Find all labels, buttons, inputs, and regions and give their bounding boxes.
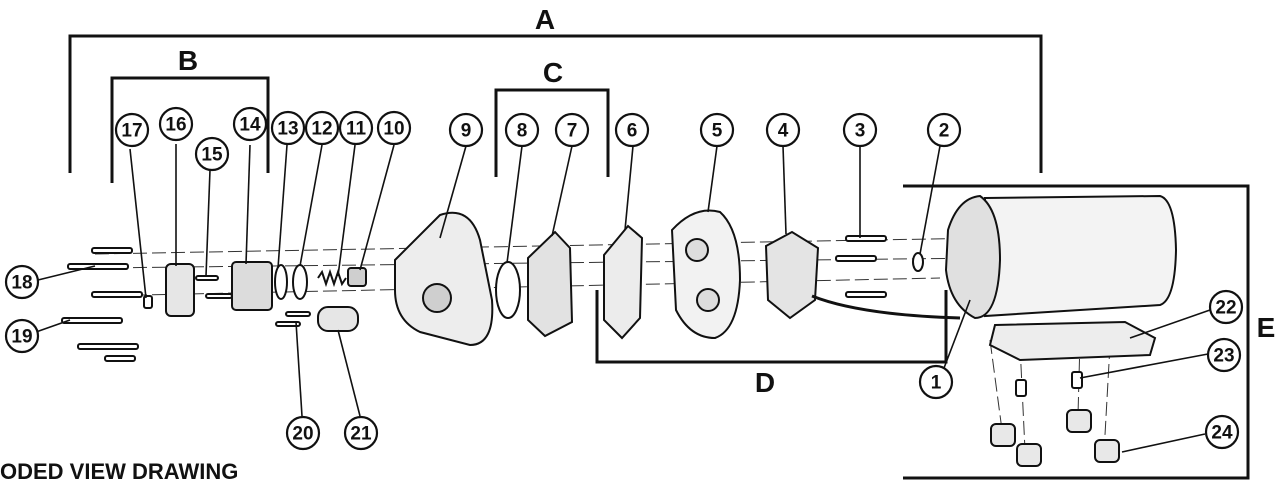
group-label-a: A (535, 4, 555, 35)
part-5-housing (670, 209, 742, 340)
bracket-b (110, 76, 270, 183)
part-24-feet (990, 409, 1120, 467)
part-2-clip (912, 252, 924, 272)
group-label-b: B (178, 45, 198, 76)
part-6-plate (603, 224, 644, 340)
part-11-spring (317, 268, 347, 288)
part-17-pin (143, 295, 153, 309)
callout-17: 17 (121, 121, 142, 142)
callout-19: 19 (11, 327, 32, 348)
callout-11: 11 (346, 119, 367, 140)
callout-23: 23 (1213, 346, 1234, 367)
part-12-ring (292, 264, 308, 300)
callout-5: 5 (712, 121, 723, 142)
group-label-d: D (755, 367, 775, 398)
callout-numbers: 17 16 15 14 13 12 11 10 9 8 7 6 5 4 3 2 … (11, 115, 1236, 445)
part-9-pump-head (394, 211, 494, 347)
pump-parts (61, 194, 1178, 467)
part-13-ring (274, 264, 288, 300)
callout-15: 15 (201, 145, 223, 166)
callout-4: 4 (778, 121, 789, 142)
part-16-cap (165, 263, 195, 317)
callout-10: 10 (383, 119, 404, 140)
callout-24: 24 (1211, 423, 1233, 444)
bracket-c (494, 88, 610, 177)
part-1-motor (944, 194, 1178, 320)
callout-12: 12 (311, 119, 332, 140)
group-labels: A B C D E (178, 4, 1275, 398)
callout-14: 14 (239, 115, 261, 136)
bracket-d (595, 290, 948, 364)
part-15-screw (195, 275, 219, 281)
callout-13: 13 (277, 119, 298, 140)
group-label-c: C (543, 57, 563, 88)
callout-18: 18 (11, 273, 32, 294)
part-20-screw (285, 311, 311, 317)
part-23-bolt (1015, 379, 1027, 397)
callout-1: 1 (931, 373, 942, 394)
part-10-valve (347, 267, 367, 287)
callout-21: 21 (350, 424, 372, 445)
callout-20: 20 (292, 424, 313, 445)
callout-7: 7 (567, 121, 578, 142)
bracket-e (903, 184, 1250, 480)
part-8-o-ring (495, 261, 521, 319)
callout-8: 8 (517, 121, 528, 142)
callout-2: 2 (939, 121, 950, 142)
callout-22: 22 (1215, 298, 1236, 319)
callout-6: 6 (627, 121, 638, 142)
part-21-cylinder (317, 306, 359, 332)
callout-16: 16 (165, 115, 186, 136)
callout-circles (4, 106, 1244, 451)
bracket-a (68, 34, 1043, 173)
group-label-e: E (1257, 312, 1276, 343)
part-7-diaphragm (527, 230, 574, 338)
part-3-screw (845, 235, 887, 242)
part-4-cam (764, 230, 820, 320)
part-14-valve-body (231, 261, 273, 311)
drawing-title: ODED VIEW DRAWING (0, 459, 238, 484)
callout-9: 9 (461, 121, 472, 142)
callout-3: 3 (855, 121, 866, 142)
part-22-mount-plate (988, 320, 1157, 362)
group-brackets (68, 34, 1250, 480)
leader-lines (35, 144, 1211, 453)
screw-set-18-19 (61, 247, 143, 362)
